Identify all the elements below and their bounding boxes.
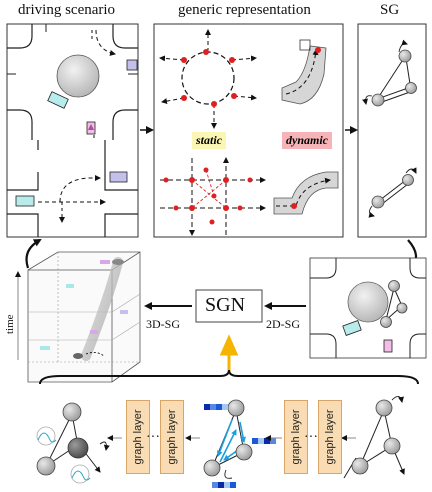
generic-representation-panel xyxy=(153,23,344,238)
label-2d-sg: 2D-SG xyxy=(266,317,301,331)
header-sg: SG xyxy=(380,2,400,18)
tag-dynamic: dynamic xyxy=(282,132,332,149)
network-brace xyxy=(39,369,419,385)
header-generic-representation: generic representation xyxy=(178,2,311,18)
graph-layer-3: graph layer xyxy=(284,400,308,474)
arrow-cube-to-scenario xyxy=(25,239,42,269)
time-axis-label: time xyxy=(4,314,16,334)
graph-layer-2: graph layer xyxy=(160,400,184,474)
label-3d-sg: 3D-SG xyxy=(146,317,181,331)
network-input-graph xyxy=(343,396,405,479)
feature-vector-3 xyxy=(212,482,236,488)
sg-overlay-frame xyxy=(309,257,427,359)
feature-vector-2 xyxy=(252,438,276,444)
ellipsis-left: ··· xyxy=(146,430,160,445)
network-middle-graph xyxy=(203,399,276,488)
feature-vector-1 xyxy=(204,404,228,410)
ellipsis-right: ··· xyxy=(304,430,318,445)
graph-layer-4: graph layer xyxy=(318,400,342,474)
network-output-graph xyxy=(36,402,110,484)
driving-scenario-panel xyxy=(6,23,139,238)
arrow-network-to-sgn xyxy=(219,334,239,372)
sgn-box xyxy=(195,289,263,323)
three-d-sg-cube xyxy=(15,251,141,383)
graph-layer-1: graph layer xyxy=(126,400,150,474)
sg-panel xyxy=(357,23,427,238)
header-driving-scenario: driving scenario xyxy=(18,2,116,18)
sgn-label: SGN xyxy=(205,294,246,316)
tag-static: static xyxy=(192,132,226,149)
